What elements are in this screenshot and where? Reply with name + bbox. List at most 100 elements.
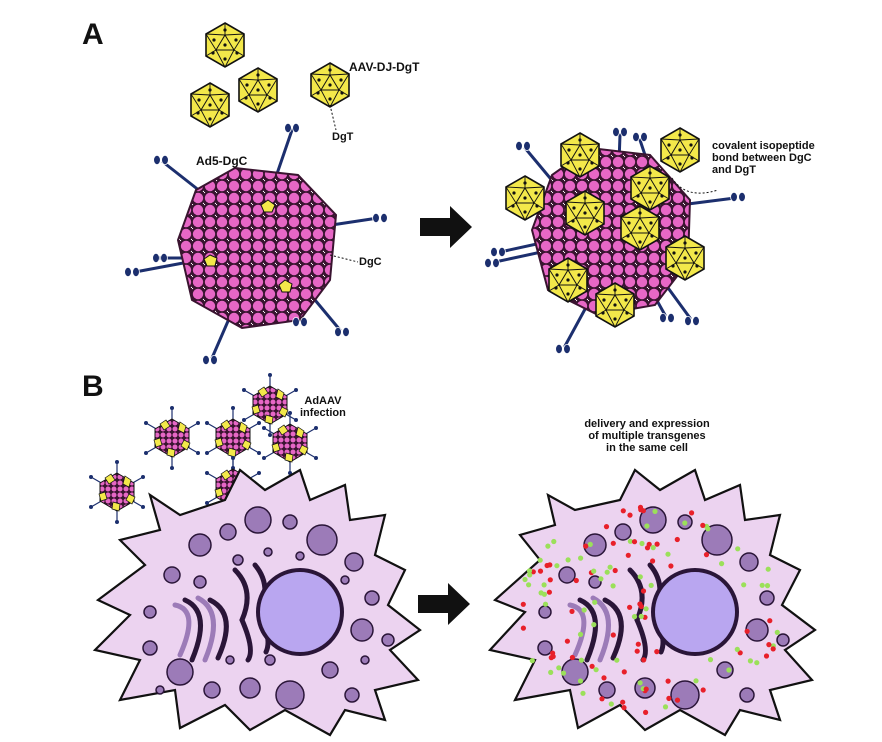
result-label: delivery and expression of multiple tran… [584, 418, 710, 454]
transgene-dot [634, 648, 640, 654]
aav-particle [310, 62, 350, 108]
transgene-dot [638, 613, 644, 620]
transgene-dot [598, 576, 604, 582]
transgene-dot [734, 646, 740, 653]
transgene-dot [556, 665, 562, 671]
transgene-dot [640, 588, 647, 594]
transgene-dot [726, 667, 732, 673]
transgene-dot [546, 589, 553, 595]
transgene-dot [545, 543, 551, 549]
panel-label-a: A [82, 18, 104, 51]
transgene-dot [631, 614, 638, 620]
transgene-dot [621, 705, 627, 711]
transgene-dot [770, 646, 776, 652]
transgene-dot [689, 510, 695, 516]
transgene-dot [627, 604, 633, 610]
transgene-dot [527, 572, 533, 578]
transgene-dot [522, 576, 528, 583]
transgene-dot [766, 642, 772, 648]
transgene-dot [764, 583, 771, 589]
transgene-dot [763, 653, 770, 659]
transgene-dot [654, 649, 660, 655]
dgc-label: DgC [359, 256, 382, 268]
transgene-dot [650, 545, 656, 551]
adaav-mini-particle [88, 459, 146, 525]
transgene-dot [573, 577, 579, 584]
transgene-dot [614, 657, 620, 663]
transgene-dot [735, 546, 741, 552]
transgene-dot [643, 606, 649, 612]
aav-particle [205, 22, 245, 68]
transgene-dot [565, 557, 571, 563]
ad5-capsid [124, 123, 388, 366]
transgene-dot [551, 538, 557, 545]
arrow-right-icon [418, 583, 470, 625]
ad5-label: Ad5-DgC [196, 154, 248, 168]
transgene-dot [599, 696, 605, 702]
transgene-dot [578, 555, 584, 561]
transgene-dot [643, 709, 649, 716]
aav-particle [190, 82, 230, 128]
transgene-dot [747, 658, 754, 664]
transgene-dot [520, 601, 526, 607]
adaav-complex [484, 127, 746, 355]
transgene-dot [682, 520, 688, 526]
transgene-dot [564, 638, 571, 644]
transgene-dot [580, 690, 586, 696]
transgene-dot [693, 678, 699, 684]
transgene-dot [620, 699, 626, 705]
transgene-dot [526, 568, 533, 574]
transgene-dot [641, 657, 647, 663]
transgene-dot [610, 632, 616, 638]
transgene-dot [569, 608, 575, 615]
transgene-dot [592, 599, 598, 605]
transgene-dot [569, 654, 576, 661]
transgene-dot [759, 582, 765, 588]
transgene-dot [603, 524, 610, 530]
transgene-dot [665, 678, 671, 684]
transgene-dot [719, 561, 725, 567]
transgene-dot [577, 678, 584, 684]
cell-before [92, 468, 422, 737]
transgene-dot [637, 574, 643, 580]
transgene-dot [587, 541, 593, 548]
transgene-dot [637, 601, 643, 607]
transgene-dot [541, 582, 547, 588]
transgene-dot [593, 667, 599, 673]
transgene-dot [548, 669, 554, 676]
transgene-dot [765, 566, 771, 572]
transgene-dot [610, 583, 616, 589]
transgene-dot [754, 660, 760, 666]
transgene-dot [767, 618, 773, 624]
transgene-dot [638, 507, 644, 513]
transgene-dot [700, 522, 706, 529]
bond-label: covalent isopeptide bond between DgC and… [712, 140, 815, 176]
nucleus [256, 568, 344, 656]
transgene-dot [627, 512, 633, 518]
transgene-dot [601, 675, 607, 681]
transgene-dot [581, 607, 587, 613]
transgene-dot [583, 543, 589, 549]
transgene-dot [644, 523, 650, 529]
transgene-dot [550, 650, 556, 656]
transgene-dot [674, 697, 681, 703]
transgene-dot [608, 701, 614, 707]
transgene-dot [644, 545, 651, 551]
transgene-dot [707, 657, 714, 663]
transgene-dot [625, 552, 631, 558]
aav-label: AAV-DJ-DgT [349, 60, 420, 74]
dgt-label: DgT [332, 131, 354, 143]
transgene-dot [705, 526, 711, 532]
transgene-dot [627, 538, 634, 544]
nucleus [651, 568, 739, 656]
transgene-dot [643, 686, 649, 692]
transgene-dot [648, 582, 654, 589]
transgene-dot [654, 541, 660, 547]
transgene-dot [526, 582, 532, 588]
transgene-dot [607, 564, 613, 570]
transgene-dot [538, 590, 544, 596]
transgene-dot [591, 568, 597, 574]
panel-label-b: B [82, 370, 104, 403]
transgene-dot [604, 569, 610, 575]
